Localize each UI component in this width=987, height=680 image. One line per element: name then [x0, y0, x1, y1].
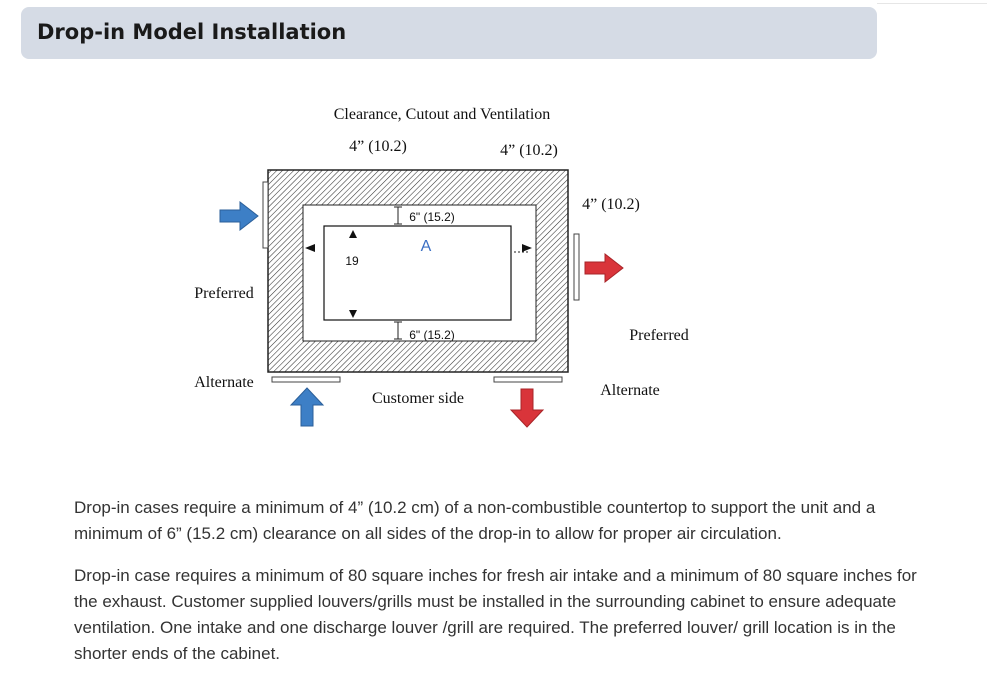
clearance-label-top-right: 4” (10.2)	[500, 142, 558, 159]
clearance-label-top-left: 4” (10.2)	[349, 138, 407, 155]
inner-clearance-bottom: 6" (15.2)	[409, 328, 455, 342]
exhaust-arrow-bottom	[509, 388, 545, 428]
louver-right-preferred	[573, 233, 580, 301]
cutout-label: A	[421, 238, 432, 255]
cutout-area	[323, 225, 512, 321]
height-arrow-up	[349, 230, 357, 238]
section-header: Drop-in Model Installation	[21, 7, 877, 59]
page-title: Drop-in Model Installation	[37, 20, 347, 44]
louver-left-alternate	[271, 376, 341, 383]
inner-clearance-top: 6" (15.2)	[409, 210, 455, 224]
label-left-alternate: Alternate	[194, 374, 254, 391]
paragraph-clearance: Drop-in cases require a minimum of 4” (1…	[74, 498, 876, 543]
height-arrow-down	[349, 310, 357, 318]
label-right-preferred: Preferred	[629, 327, 689, 344]
clearance-diagram: Clearance, Cutout and Ventilation 4” (10…	[194, 106, 689, 428]
left-gap-arrow	[305, 244, 315, 252]
label-right-alternate: Alternate	[600, 382, 660, 399]
cutout-height: 19	[345, 254, 359, 268]
louver-right-alternate	[493, 376, 563, 383]
louver-left-preferred	[262, 181, 269, 249]
label-left-preferred: Preferred	[194, 285, 254, 302]
right-gap-arrow	[522, 244, 532, 252]
exhaust-arrow-right	[584, 252, 624, 284]
customer-side-label: Customer side	[372, 390, 464, 407]
clearance-label-right: 4” (10.2)	[582, 196, 640, 213]
intake-arrow-left	[219, 200, 259, 232]
top-rule	[877, 3, 987, 4]
paragraph-ventilation: Drop-in case requires a minimum of 80 sq…	[74, 566, 917, 663]
intake-arrow-bottom	[289, 387, 325, 427]
diagram-title: Clearance, Cutout and Ventilation	[334, 106, 551, 123]
